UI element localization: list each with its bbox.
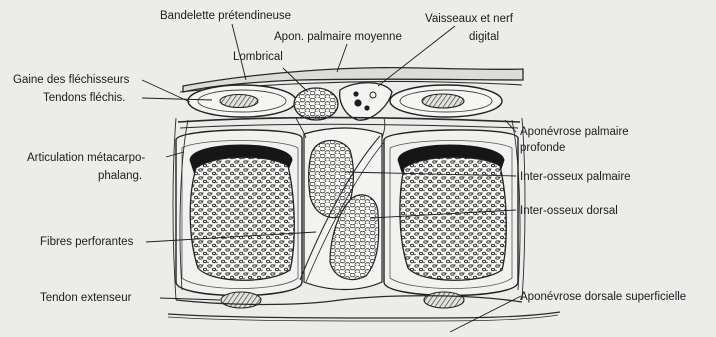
label-gaine: Gaine des fléchisseurs <box>13 73 129 87</box>
label-vaisseaux-line1: Vaisseaux et nerf <box>425 12 513 26</box>
lumbrical-muscle <box>294 88 338 120</box>
label-articulation-line2: phalang. <box>98 169 142 183</box>
metacarpal-joint-right <box>384 130 518 296</box>
label-vaisseaux-line2: digital <box>469 30 499 44</box>
flexor-sheath-left <box>188 85 296 117</box>
label-fibres: Fibres perforantes <box>40 235 133 249</box>
label-tendons-flechis: Tendons fléchis. <box>43 91 125 105</box>
flexor-tendon-left <box>220 95 258 108</box>
label-apon-profonde-line1: Aponévrose palmaire <box>520 125 629 139</box>
extensor-tendon-left <box>221 292 261 308</box>
flexor-tendon-right <box>422 94 464 108</box>
digital-bundle <box>340 83 392 120</box>
label-tendon-extenseur: Tendon extenseur <box>40 291 131 305</box>
flexor-sheath-right <box>390 85 502 117</box>
extensor-tendon-right <box>424 292 464 308</box>
label-apon-profonde-line2: profonde <box>520 141 565 155</box>
label-lombrical: Lombrical <box>233 50 283 64</box>
label-bandelette: Bandelette prétendineuse <box>160 9 291 23</box>
metacarpal-joint-left <box>176 130 302 296</box>
label-articulation-line1: Articulation métacarpo- <box>27 151 145 165</box>
metacarpal-head-left <box>190 157 294 280</box>
label-apon-moyenne: Apon. palmaire moyenne <box>274 30 402 44</box>
label-interosseux-palmaire: Inter-osseux palmaire <box>520 170 631 184</box>
interosseous-space <box>300 128 384 290</box>
label-apon-dorsale: Aponévrose dorsale superficielle <box>520 290 686 304</box>
label-interosseux-dorsal: Inter-osseux dorsal <box>520 204 618 218</box>
